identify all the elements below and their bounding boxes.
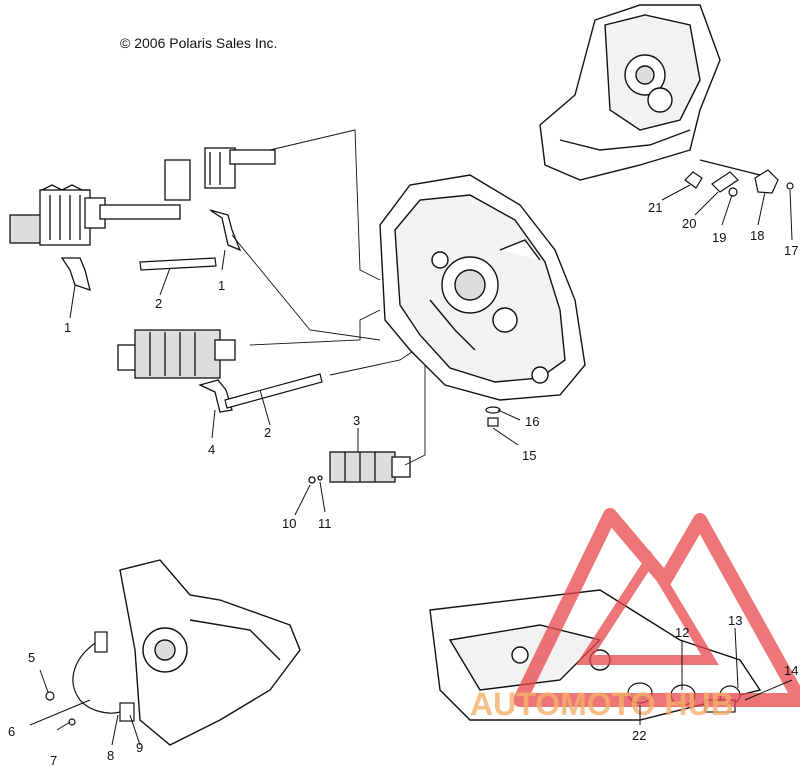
shift-rail-lower: [224, 373, 323, 409]
upper-gear-shaft: [9, 147, 276, 246]
callout-18: 18: [750, 228, 764, 243]
case-assembly-top-right: [539, 4, 721, 181]
watermark-logo: [513, 508, 800, 707]
callout-4: 4: [208, 442, 215, 457]
callout-7: 7: [50, 753, 57, 767]
callout-13: 13: [728, 613, 742, 628]
callout-3: 3: [353, 413, 360, 428]
callout-5: 5: [28, 650, 35, 665]
callout-1-left: 1: [64, 320, 71, 335]
leader-lines: [29, 184, 793, 746]
callout-19: 19: [712, 230, 726, 245]
callout-12: 12: [675, 625, 689, 640]
shift-fork-1-right: [209, 209, 242, 252]
callout-14: 14: [784, 663, 798, 678]
lower-gear-shaft: [117, 329, 236, 379]
drain-plug: [485, 406, 501, 427]
callout-6: 6: [8, 724, 15, 739]
callout-1-right: 1: [218, 278, 225, 293]
linkage-parts-17-21: [684, 159, 794, 197]
shift-drum: [308, 451, 411, 484]
speed-sensor-harness: [45, 631, 135, 726]
callout-22: 22: [632, 728, 646, 743]
callout-8: 8: [107, 748, 114, 763]
callout-11: 11: [318, 516, 332, 531]
shift-fork-1-left: [60, 257, 91, 291]
callout-9: 9: [136, 740, 143, 755]
callout-21: 21: [648, 200, 662, 215]
copyright-notice: © 2006 Polaris Sales Inc.: [120, 35, 278, 51]
shift-rail-upper: [139, 257, 217, 271]
callout-2-upper: 2: [155, 296, 162, 311]
callout-15: 15: [522, 448, 536, 463]
callout-2-lower: 2: [264, 425, 271, 440]
callout-10: 10: [282, 516, 296, 531]
callout-16: 16: [525, 414, 539, 429]
case-assembly-bottom-left: [119, 559, 301, 746]
callout-labels: 1 2 1 2 4 3 10 11 16 15 21 20 19 18 17 5…: [8, 200, 798, 767]
callout-20: 20: [682, 216, 696, 231]
callout-17: 17: [784, 243, 798, 258]
watermark-text: AUTOMOTO HUB: [470, 686, 734, 722]
shift-fork-4: [198, 379, 233, 413]
crankcase-half: [379, 174, 586, 401]
